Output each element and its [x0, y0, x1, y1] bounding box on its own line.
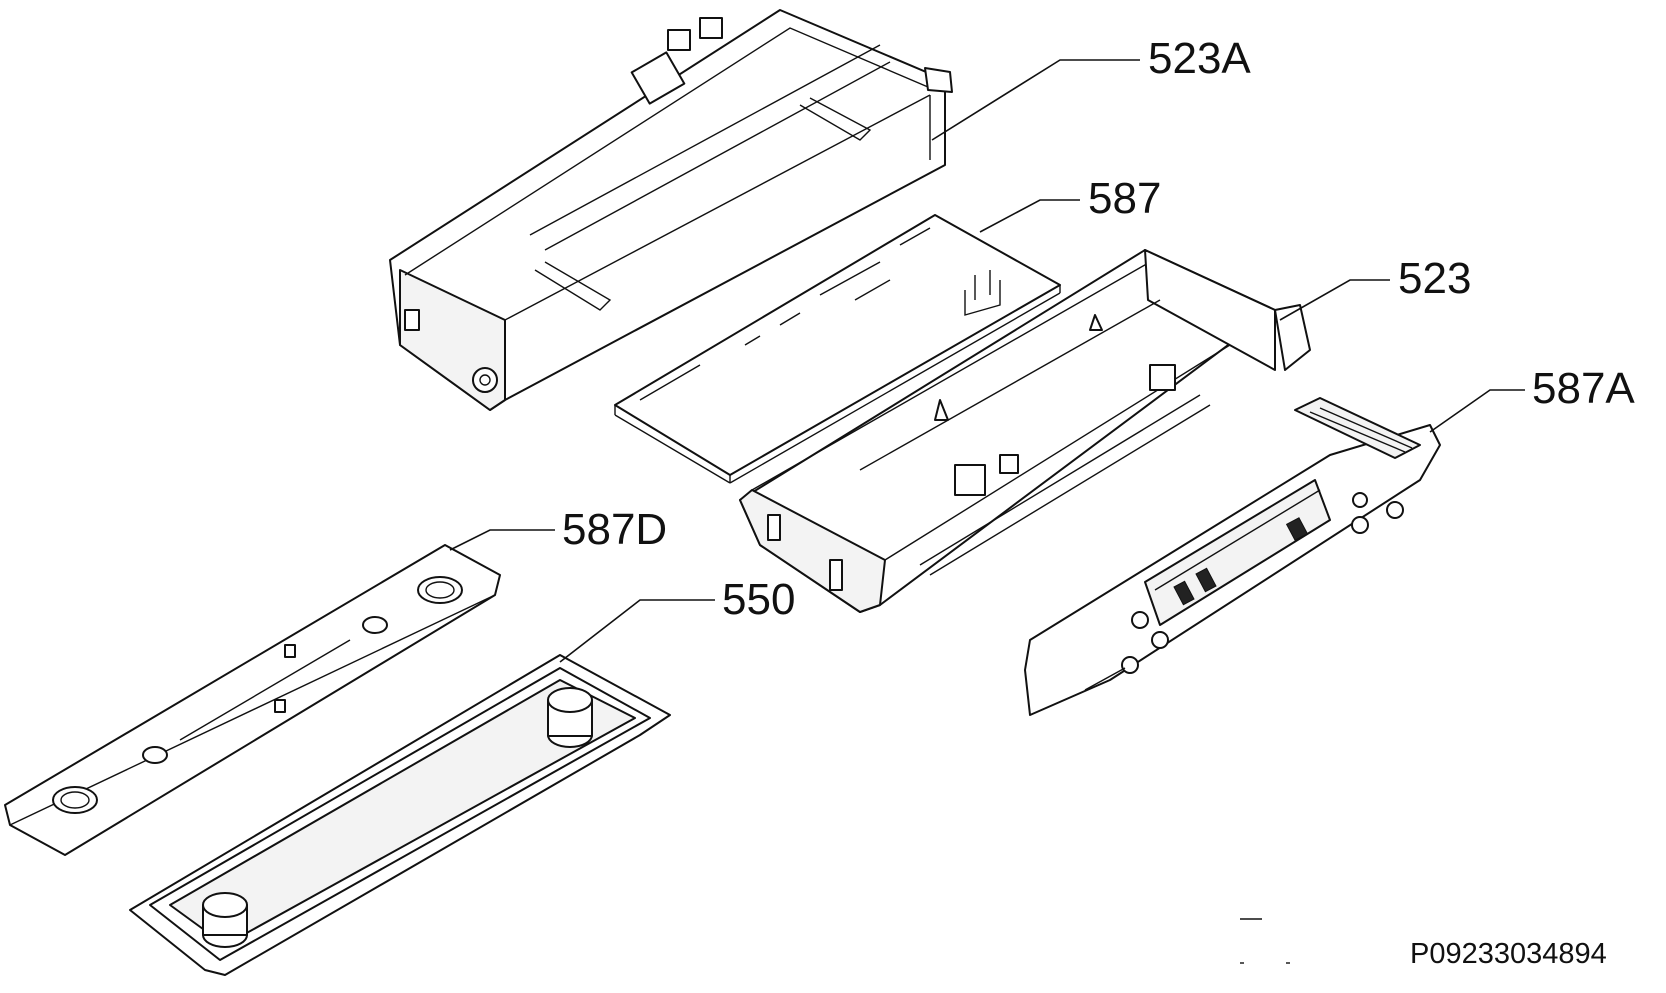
callout-587D: 587D [562, 505, 667, 554]
callout-523: 523 [1398, 254, 1471, 303]
part-523A-bracket [389, 9, 953, 411]
part-587A-display-board [1024, 397, 1441, 716]
drawing-code: P09233034894 [1410, 938, 1607, 970]
part-587-circuit-board [614, 214, 1061, 484]
callout-523A: 523A [1148, 34, 1251, 83]
callout-587: 587 [1088, 174, 1161, 223]
leader-lines [449, 59, 1525, 663]
callout-550: 550 [722, 575, 795, 624]
part-523-tray [739, 249, 1311, 613]
part-587D-overlay [4, 544, 501, 856]
callout-587A: 587A [1532, 364, 1635, 413]
part-550-cover [129, 654, 671, 976]
